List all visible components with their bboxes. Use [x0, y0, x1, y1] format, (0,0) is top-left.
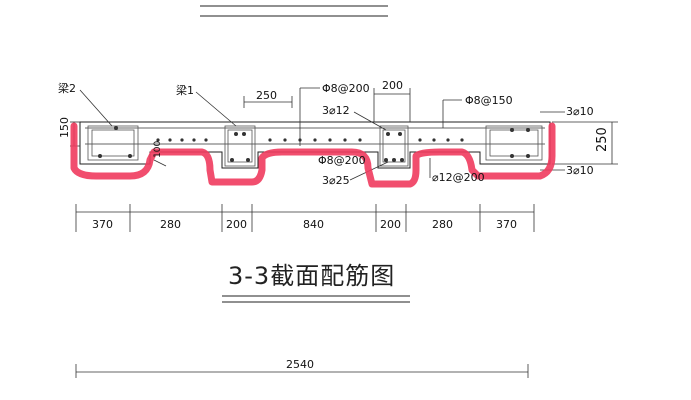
top-dims: [243, 88, 411, 122]
bottom-dim-6: 280: [432, 218, 453, 231]
beam2-label: 梁2: [58, 81, 76, 95]
rebar-top-bar-1: 3⌀12: [322, 104, 350, 117]
red-markup-stroke: [70, 122, 556, 188]
dim-250-top: 250: [256, 89, 277, 102]
beam1-label: 梁1: [176, 83, 194, 97]
dim-100-small: 100: [153, 141, 163, 158]
rebar-right-bottom: 3⌀10: [566, 164, 594, 177]
dim-150-left: 150: [58, 117, 71, 138]
section-title: 3-3截面配筋图: [228, 262, 395, 290]
bottom-dim-2: 280: [160, 218, 181, 231]
bottom-dim-4: 840: [303, 218, 324, 231]
bottom-dim-3: 200: [226, 218, 247, 231]
overall-dim: [75, 364, 529, 378]
overall-dim-label: 2540: [286, 358, 314, 371]
rebar-top-stirrup: Φ8@200: [322, 82, 370, 95]
rebar-right-top: 3⌀10: [566, 105, 594, 118]
dim-200-top: 200: [382, 79, 403, 92]
bottom-dim-line: [75, 204, 535, 232]
rebar-top-dist: Φ8@150: [465, 94, 513, 107]
rebar-bottom-bar: 3⌀25: [322, 174, 350, 187]
bottom-dim-5: 200: [380, 218, 401, 231]
bottom-dim-1: 370: [92, 218, 113, 231]
bottom-dim-7: 370: [496, 218, 517, 231]
beam2-cage: [87, 125, 139, 161]
slab-rebar-dots: [156, 138, 464, 142]
dim-250-right: 250: [595, 127, 610, 152]
middle-beam-cage: [379, 125, 409, 167]
beam1-cage: [224, 125, 256, 167]
rebar-bottom-right: ⌀12@200: [432, 171, 485, 184]
right-beam-cage: [485, 125, 543, 161]
rebar-mid-dist: Φ8@200: [318, 154, 366, 167]
